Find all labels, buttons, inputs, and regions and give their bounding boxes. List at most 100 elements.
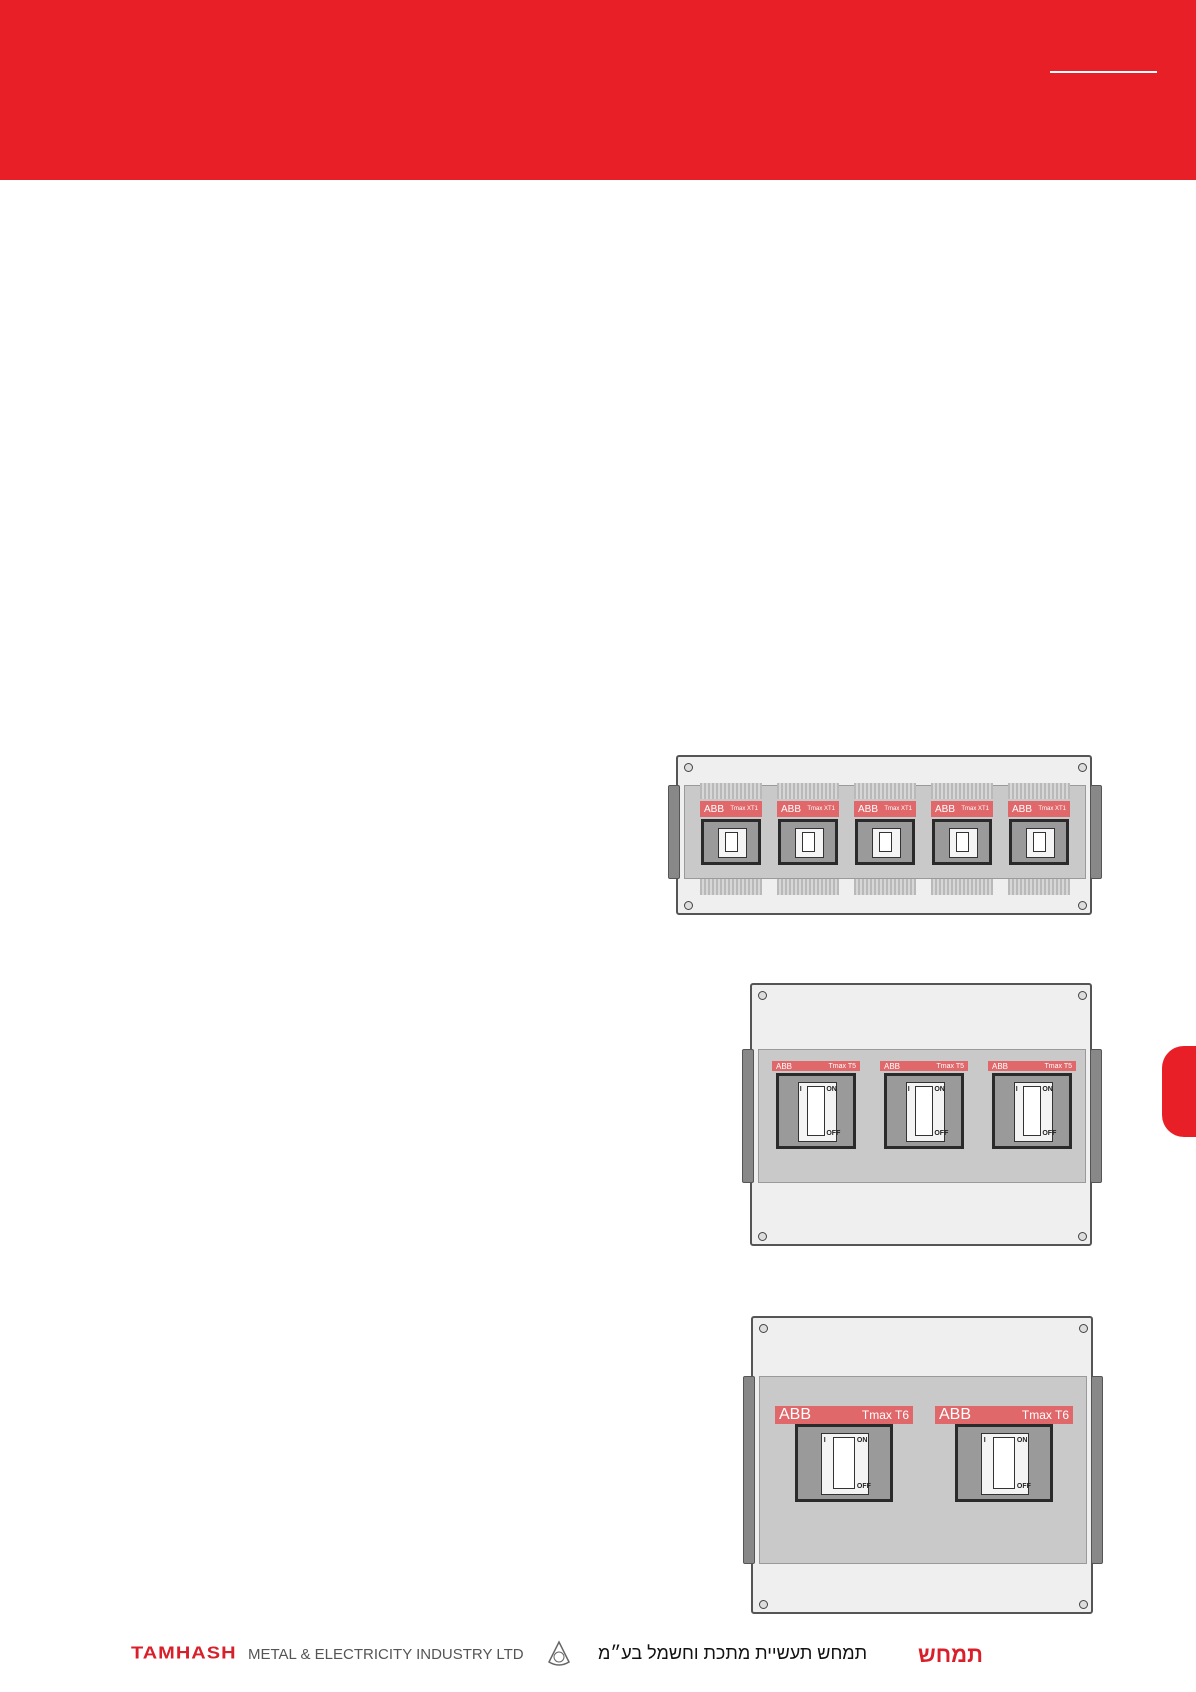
breaker-handle[interactable] bbox=[915, 1086, 934, 1136]
breaker-label: ABB Tmax T5 bbox=[772, 1061, 860, 1071]
screw-icon bbox=[1079, 1324, 1088, 1333]
breaker-handle[interactable] bbox=[832, 1437, 856, 1489]
panel-xt1: ABB Tmax XT1 ABB Tmax XT1 ABB Tmax XT1 ABB Tmax… bbox=[668, 755, 1102, 915]
label-on: ON bbox=[934, 1086, 945, 1093]
breaker-vent bbox=[854, 783, 916, 799]
brand-text: ABB bbox=[939, 1406, 972, 1423]
breaker-label: ABB Tmax T6 bbox=[935, 1406, 1073, 1424]
brand-text: ABB bbox=[858, 803, 879, 815]
footer-hebrew-name: תמחש תעשיית מתכת וחשמל בע״מ bbox=[598, 1643, 868, 1663]
model-text: Tmax T5 bbox=[1044, 1062, 1073, 1070]
breaker-vent bbox=[931, 783, 993, 799]
screw-icon bbox=[1078, 901, 1087, 910]
screw-icon bbox=[1078, 991, 1087, 1000]
breaker-vent bbox=[700, 783, 762, 799]
model-text: Tmax T5 bbox=[828, 1062, 857, 1070]
breaker-handle[interactable] bbox=[724, 832, 739, 852]
breaker-frame bbox=[855, 819, 915, 865]
brand-text: ABB bbox=[781, 803, 802, 815]
breaker: ABB Tmax T6 I ON OFF bbox=[935, 1404, 1073, 1502]
screw-icon bbox=[684, 901, 693, 910]
footer: TAMHASH METAL & ELECTRICITY INDUSTRY LTD… bbox=[0, 1640, 1196, 1670]
model-text: Tmax XT1 bbox=[807, 806, 835, 812]
breaker-frame bbox=[932, 819, 992, 865]
brand-text: ABB bbox=[1012, 803, 1033, 815]
breaker: ABB Tmax XT1 bbox=[777, 783, 839, 895]
brand-text: ABB bbox=[776, 1061, 793, 1071]
breaker-frame: I ON OFF bbox=[776, 1073, 856, 1149]
label-off: OFF bbox=[1016, 1483, 1031, 1490]
breaker-label: ABB Tmax T5 bbox=[988, 1061, 1076, 1071]
footer-brand: TAMHASH bbox=[131, 1643, 237, 1663]
brand-text: ABB bbox=[935, 803, 956, 815]
label-on: ON bbox=[1042, 1086, 1053, 1093]
breaker-handle[interactable] bbox=[955, 832, 970, 852]
breaker-frame bbox=[1009, 819, 1069, 865]
model-text: Tmax XT1 bbox=[884, 806, 912, 812]
side-clip bbox=[1091, 1376, 1103, 1564]
screw-icon bbox=[758, 1232, 767, 1241]
breaker: ABB Tmax XT1 bbox=[1008, 783, 1070, 895]
model-text: Tmax XT1 bbox=[961, 806, 989, 812]
breaker-vent bbox=[854, 879, 916, 895]
breaker-handle[interactable] bbox=[878, 832, 893, 852]
label-i: I bbox=[983, 1437, 986, 1444]
breaker-label: ABB Tmax XT1 bbox=[777, 801, 839, 817]
screw-icon bbox=[1078, 763, 1087, 772]
label-on: ON bbox=[856, 1437, 868, 1444]
label-i: I bbox=[1015, 1086, 1018, 1093]
breaker-frame bbox=[778, 819, 838, 865]
side-tab bbox=[1162, 1046, 1196, 1137]
breaker-handle[interactable] bbox=[807, 1086, 826, 1136]
brand-text: ABB bbox=[779, 1406, 812, 1423]
breaker-vent bbox=[777, 783, 839, 799]
label-off: OFF bbox=[856, 1483, 871, 1490]
breaker-label: ABB Tmax T6 bbox=[775, 1406, 913, 1424]
screw-icon bbox=[759, 1324, 768, 1333]
breaker-vent bbox=[1008, 783, 1070, 799]
label-i: I bbox=[823, 1437, 826, 1444]
breaker-vent bbox=[931, 879, 993, 895]
breaker-handle[interactable] bbox=[801, 832, 816, 852]
breaker-handle[interactable] bbox=[1032, 832, 1047, 852]
breaker: ABB Tmax T5 I ON OFF bbox=[772, 1051, 860, 1179]
header-banner bbox=[0, 0, 1196, 180]
standards-institution-icon bbox=[548, 1640, 570, 1666]
breaker-frame: I ON OFF bbox=[884, 1073, 964, 1149]
label-off: OFF bbox=[934, 1130, 949, 1137]
model-text: Tmax T6 bbox=[1021, 1408, 1069, 1422]
model-text: Tmax XT1 bbox=[1038, 806, 1066, 812]
model-text: Tmax XT1 bbox=[730, 806, 758, 812]
label-off: OFF bbox=[826, 1130, 841, 1137]
label-i: I bbox=[907, 1086, 910, 1093]
breaker-frame: I ON OFF bbox=[955, 1424, 1053, 1502]
breaker-handle[interactable] bbox=[1023, 1086, 1042, 1136]
breaker-label: ABB Tmax XT1 bbox=[854, 801, 916, 817]
breaker-handle[interactable] bbox=[992, 1437, 1016, 1489]
brand-text: ABB bbox=[992, 1061, 1009, 1071]
side-clip bbox=[1090, 1049, 1102, 1183]
breaker-frame: I ON OFF bbox=[795, 1424, 893, 1502]
side-clip bbox=[742, 1049, 754, 1183]
model-text: Tmax T5 bbox=[936, 1062, 965, 1070]
breaker-vent bbox=[777, 879, 839, 895]
breaker-vent bbox=[700, 879, 762, 895]
breaker-vent bbox=[1008, 879, 1070, 895]
side-clip bbox=[668, 785, 680, 879]
model-text: Tmax T6 bbox=[861, 1408, 909, 1422]
side-clip bbox=[743, 1376, 755, 1564]
label-on: ON bbox=[1016, 1437, 1028, 1444]
label-i: I bbox=[799, 1086, 802, 1093]
breaker: ABB Tmax XT1 bbox=[854, 783, 916, 895]
panel-t6: ABB Tmax T6 I ON OFF ABB Tmax T6 I ON OFF bbox=[743, 1316, 1103, 1614]
header-divider bbox=[1050, 71, 1157, 73]
screw-icon bbox=[759, 1600, 768, 1609]
screw-icon bbox=[1079, 1600, 1088, 1609]
label-on: ON bbox=[826, 1086, 837, 1093]
